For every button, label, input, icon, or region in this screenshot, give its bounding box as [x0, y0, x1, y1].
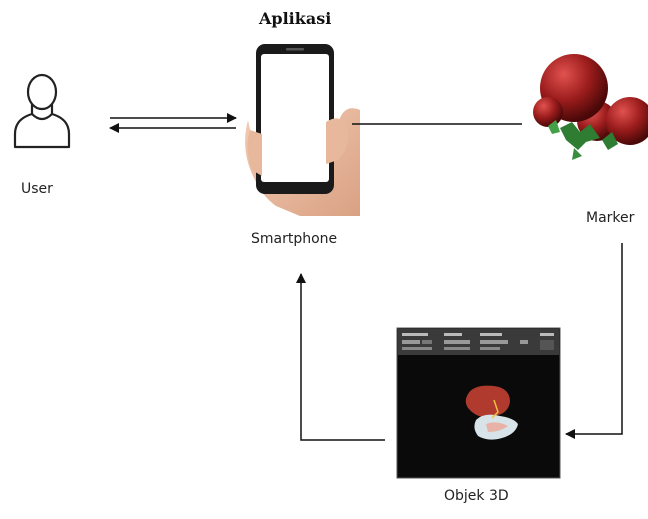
- user-icon: [13, 73, 71, 149]
- user-label: User: [21, 181, 53, 197]
- object3d-viewer-image: [396, 327, 561, 479]
- app-title: Aplikasi: [259, 9, 332, 28]
- edge-object3d-to-smartphone: [296, 273, 385, 441]
- smartphone-label: Smartphone: [251, 231, 338, 247]
- edge-marker-to-object3d: [565, 243, 623, 439]
- smartphone-in-hand-icon: [245, 44, 360, 216]
- marker-label: Marker: [586, 210, 635, 226]
- marker-image: [533, 54, 648, 160]
- object3d-label: Objek 3D: [444, 488, 509, 504]
